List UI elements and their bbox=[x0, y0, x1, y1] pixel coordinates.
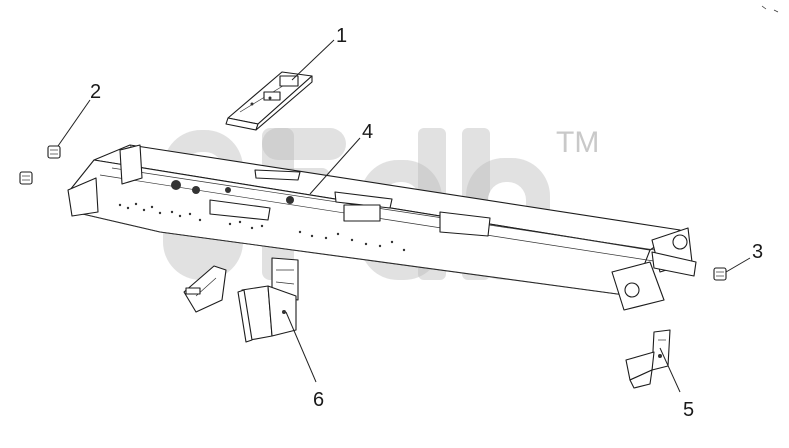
callout-5: 5 bbox=[683, 399, 694, 421]
watermark-tm: TM bbox=[556, 126, 599, 159]
leader-lines bbox=[57, 39, 751, 393]
lower-bracket-right bbox=[625, 329, 671, 389]
right-clip bbox=[713, 267, 727, 281]
lower-brackets-center bbox=[183, 257, 299, 343]
callout-1: 1 bbox=[336, 25, 347, 47]
left-clips bbox=[19, 145, 61, 185]
callout-2: 2 bbox=[90, 81, 101, 103]
callout-4: 4 bbox=[362, 121, 373, 143]
corner-marks bbox=[761, 5, 779, 13]
top-bracket-assembly bbox=[225, 71, 313, 131]
callout-6: 6 bbox=[313, 389, 324, 411]
frame-holes bbox=[118, 180, 406, 252]
main-frame bbox=[67, 144, 697, 311]
callout-3: 3 bbox=[752, 241, 763, 263]
